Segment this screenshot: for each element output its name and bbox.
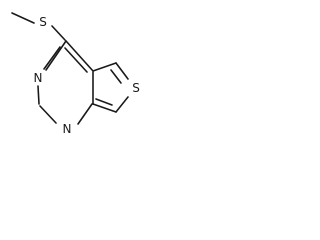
bond-s6-c7	[115, 96, 129, 113]
bond-c4-n3	[45, 40, 67, 71]
atom-s-ring-label: S	[132, 81, 140, 95]
bond-c2-n1	[39, 105, 57, 124]
structure-diagram: S N N S	[11, 12, 140, 136]
bond-c7-c7a	[92, 103, 117, 113]
bond-c4a-c4-double	[64, 47, 88, 73]
atom-s-methyl-label: S	[39, 15, 47, 29]
bond-c7-c7a-double	[95, 98, 113, 106]
bond-n1-c7a	[77, 103, 93, 125]
bond-methyl-s	[11, 12, 35, 24]
bond-c4-n3-double	[43, 46, 61, 70]
bond-c4a-c4	[65, 40, 94, 72]
bond-n3-c2	[37, 85, 40, 105]
atom-n-upper-label: N	[34, 71, 43, 85]
bond-s-c4	[51, 25, 66, 41]
bond-c4a-c5	[92, 62, 117, 72]
bond-c5-s6-double	[110, 69, 122, 84]
atom-n-lower-label: N	[63, 122, 72, 136]
bond-c5-s6	[115, 62, 129, 80]
